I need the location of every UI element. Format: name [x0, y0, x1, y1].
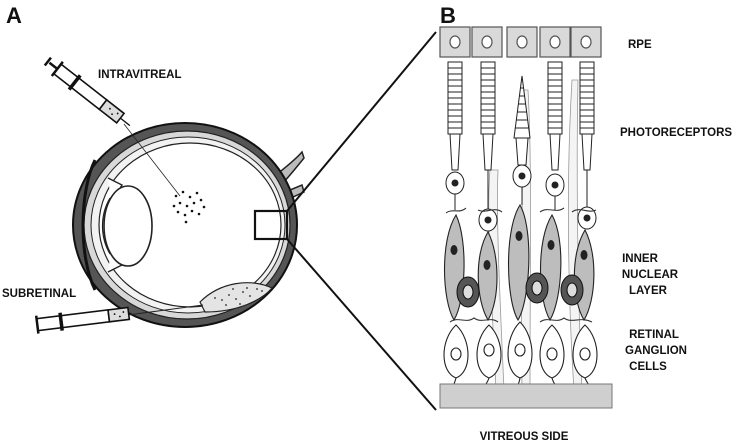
- retina-zoom-box: [253, 209, 289, 241]
- panel-b-label: B: [440, 3, 456, 28]
- panel-a-label: A: [6, 3, 22, 28]
- label-subretinal: SUBRETINAL: [2, 288, 76, 300]
- zoom-line-bottom: [286, 238, 437, 411]
- rpe-cells: [439, 26, 602, 58]
- label-ganglion-3: CELLS: [629, 361, 667, 373]
- retina-layers: [439, 26, 613, 409]
- label-rpe: RPE: [628, 39, 652, 51]
- zoom-line-top: [286, 31, 437, 212]
- eye-cross-section: [72, 122, 305, 328]
- label-photoreceptors: PHOTORECEPTORS: [620, 127, 732, 139]
- label-intravitreal: INTRAVITREAL: [98, 69, 181, 81]
- inner-limiting-membrane: [439, 383, 613, 409]
- label-inner-nuclear-1: INNER: [622, 253, 658, 265]
- label-ganglion-2: GANGLION: [625, 345, 687, 357]
- subretinal-syringe: [34, 304, 204, 334]
- label-inner-nuclear-2: NUCLEAR: [622, 269, 679, 281]
- intravitreal-syringe: [43, 56, 181, 197]
- label-vitreous-side: VITREOUS SIDE: [480, 431, 569, 443]
- label-ganglion-1: RETINAL: [629, 329, 679, 341]
- label-inner-nuclear-3: LAYER: [629, 285, 668, 297]
